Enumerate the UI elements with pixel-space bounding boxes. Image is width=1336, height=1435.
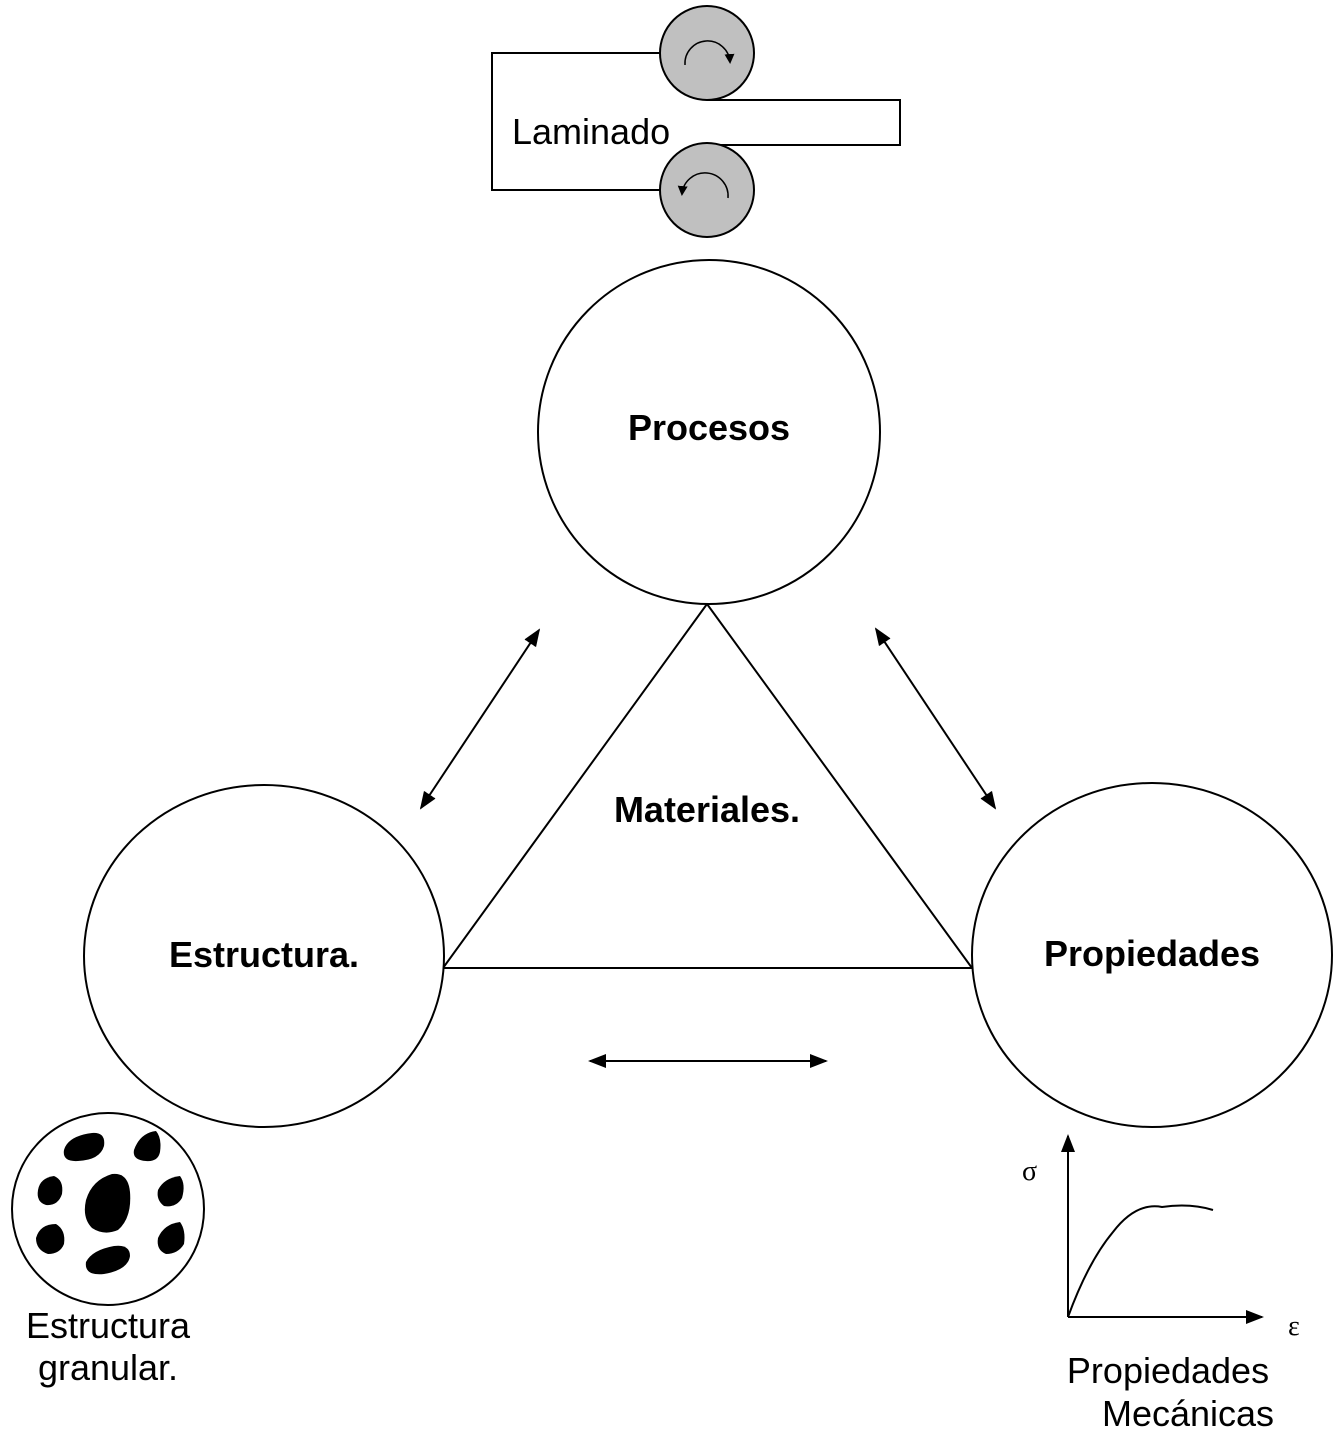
node-processes-label: Procesos xyxy=(628,407,790,448)
bottom-roller xyxy=(659,142,755,238)
node-structure-label: Estructura. xyxy=(169,934,359,975)
stress-strain-sketch xyxy=(1061,1134,1264,1324)
granular-structure-illustration xyxy=(11,1112,205,1306)
grain xyxy=(133,1131,161,1162)
node-processes: Procesos xyxy=(537,259,881,605)
top-roller-rotation-icon xyxy=(684,40,735,66)
grain xyxy=(37,1176,63,1206)
grain xyxy=(84,1173,131,1233)
rolling-loop-path xyxy=(491,52,707,191)
stress-strain-curve xyxy=(1067,1204,1214,1318)
node-properties-label: Propiedades xyxy=(1044,933,1260,974)
stress-symbol: σ xyxy=(1022,1156,1037,1187)
granular-caption-line2: granular. xyxy=(38,1347,178,1388)
mechanical-caption-line2: Mecánicas xyxy=(1102,1393,1274,1434)
grain xyxy=(157,1222,185,1254)
strain-symbol: ε xyxy=(1288,1311,1300,1342)
arrow-processes-properties xyxy=(874,627,997,810)
bottom-roller-rotation-icon xyxy=(677,172,729,199)
arrow-processes-structure xyxy=(419,628,541,810)
rolling-mill-illustration: Laminado xyxy=(491,5,901,238)
materials-triangle xyxy=(441,602,974,969)
top-roller xyxy=(659,5,755,101)
mechanical-caption-line1: Propiedades xyxy=(1067,1350,1269,1391)
node-properties: Propiedades xyxy=(971,782,1333,1128)
grain xyxy=(85,1245,130,1275)
granular-caption-line1: Estructura xyxy=(26,1305,191,1346)
grain xyxy=(63,1132,105,1162)
grain xyxy=(36,1224,65,1254)
rolling-label: Laminado xyxy=(512,111,670,152)
center-label: Materiales. xyxy=(614,789,800,830)
grain xyxy=(157,1176,184,1207)
rolling-strip-path xyxy=(707,99,901,146)
node-structure: Estructura. xyxy=(83,784,445,1128)
